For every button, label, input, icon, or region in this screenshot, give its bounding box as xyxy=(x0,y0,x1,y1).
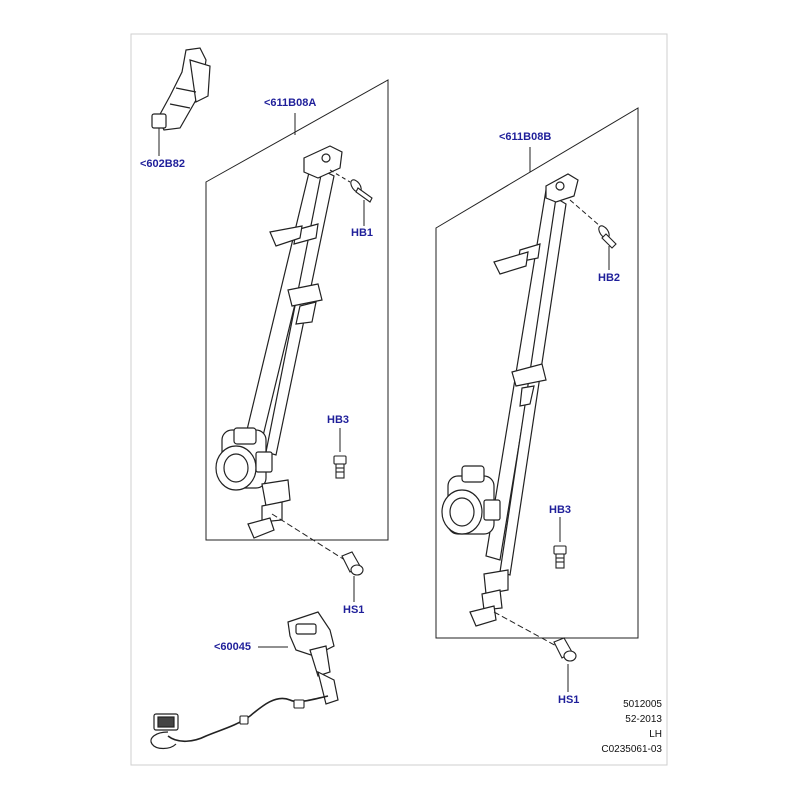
belt-right-retractor xyxy=(441,465,501,535)
hs1-right-dashline xyxy=(493,611,561,649)
hs1-right-bolt-icon xyxy=(553,637,577,662)
wire-clip-icon xyxy=(239,699,305,725)
meta-line-4: C0235061-03 xyxy=(601,744,662,755)
belt-left-outline xyxy=(205,79,389,541)
meta-line-3: LH xyxy=(649,729,662,740)
callout-60045: <60045 xyxy=(214,641,252,653)
callout-hb3-right: HB3 xyxy=(549,504,572,516)
callout-602b82: <602B82 xyxy=(140,158,185,170)
callout-hb3-left: HB3 xyxy=(327,414,350,426)
diagram-border xyxy=(130,33,668,766)
hb1-bolt-icon xyxy=(329,169,373,203)
anchor-bracket-icon xyxy=(151,47,211,131)
hb3-left-bolt-icon xyxy=(333,455,347,479)
callout-611b08b: <611B08B xyxy=(499,131,552,143)
buckle-connector-icon xyxy=(153,713,179,731)
belt-left-upper-anchor xyxy=(269,145,343,247)
buckle-icon xyxy=(287,611,339,705)
meta-line-1: 5012005 xyxy=(623,699,662,710)
belt-left-retractor xyxy=(215,427,273,491)
callout-611b08a: <611B08A xyxy=(264,97,317,109)
belt-right-outline xyxy=(435,107,639,639)
belt-right-webbing xyxy=(485,189,567,576)
callout-hs1-right: HS1 xyxy=(558,694,580,706)
hs1-left-dashline xyxy=(271,513,349,563)
hb2-dashline xyxy=(569,199,601,227)
belt-left-webbing xyxy=(245,159,335,456)
callout-hb2: HB2 xyxy=(598,272,621,284)
buckle-wire-loop xyxy=(150,731,177,750)
hs1-left-bolt-icon xyxy=(341,551,364,576)
hb3-right-bolt-icon xyxy=(553,545,567,569)
meta-line-2: 52-2013 xyxy=(625,714,662,725)
callout-hs1-left: HS1 xyxy=(343,604,365,616)
belt-right-upper-anchor xyxy=(493,173,579,275)
callout-hb1: HB1 xyxy=(351,227,374,239)
belt-right-lower-anchor xyxy=(469,569,509,627)
hb2-bolt-icon xyxy=(598,225,617,249)
